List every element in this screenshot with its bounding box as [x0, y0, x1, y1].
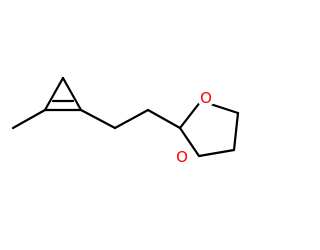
bond-c5-c4: [232, 111, 240, 152]
bond-chain-3: [146, 108, 182, 130]
bond-methyl: [11, 108, 47, 130]
bond-ring-right: [61, 76, 83, 112]
oxygen-atom-top-label: O: [200, 89, 212, 107]
oxygen-atom-top: O: [197, 89, 215, 107]
bond-c4-o3: [197, 148, 236, 158]
oxygen-atom-bottom-label: O: [176, 148, 188, 166]
bond-c2-o1: [178, 99, 203, 130]
bond-chain-1: [79, 108, 117, 130]
bond-ring-left: [43, 76, 65, 112]
oxygen-atom-bottom: O: [173, 148, 191, 166]
bond-c2-o3: [178, 126, 201, 158]
molecule-diagram: O O: [11, 76, 240, 166]
bond-chain-2: [113, 108, 150, 130]
